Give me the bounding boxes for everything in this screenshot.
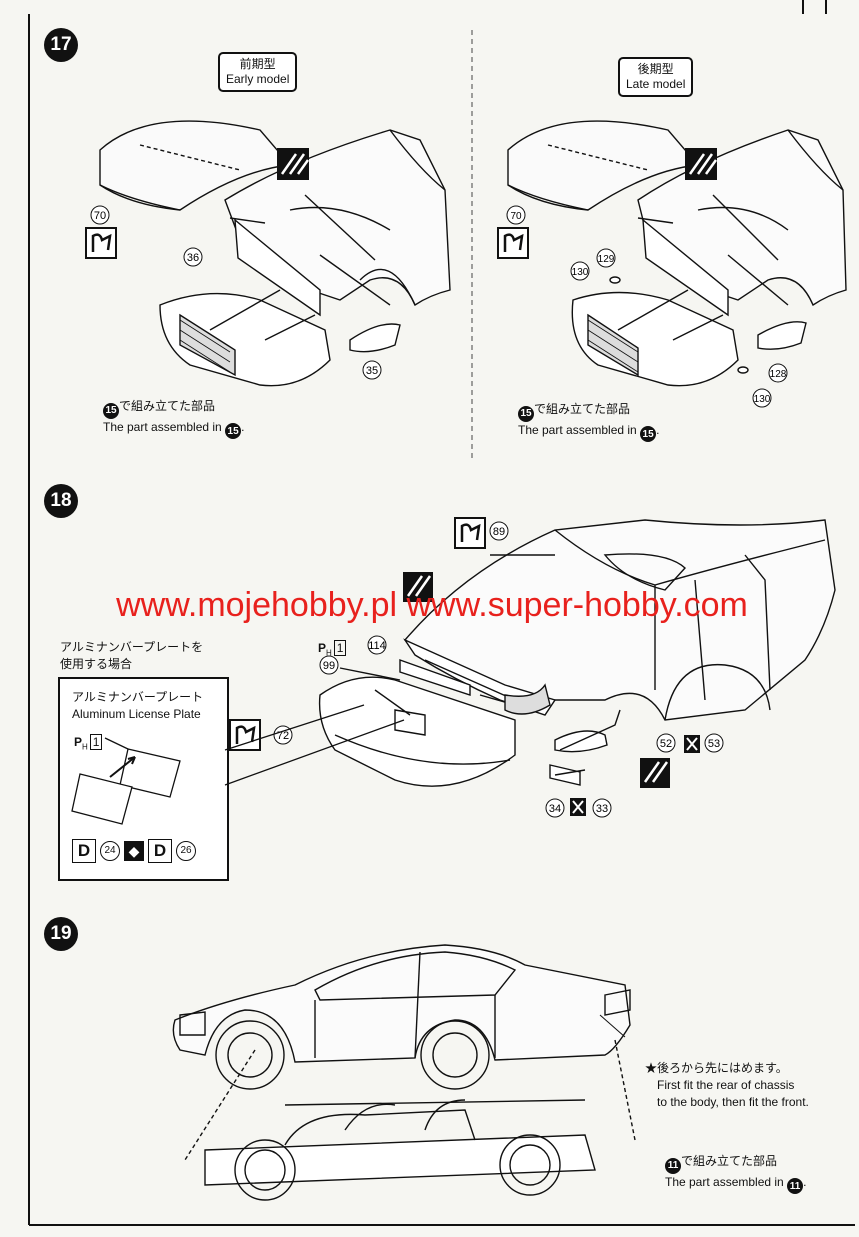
- ph-number: 1: [89, 734, 103, 750]
- ph-number: 1: [333, 640, 347, 656]
- aluminum-plate-note: アルミナンバープレートを 使用する場合: [60, 639, 203, 673]
- fit-order-note-jp: ★後ろから先にはめます。: [645, 1061, 788, 1075]
- fit-order-note: ★後ろから先にはめます。 First fit the rear of chass…: [645, 1060, 809, 1111]
- svg-text:36: 36: [187, 252, 199, 264]
- svg-text:72: 72: [277, 730, 289, 742]
- rear-assembly-drawing: 89 99 114 72 52 53 34 33: [229, 517, 836, 818]
- step-ref-badge: 11: [665, 1157, 681, 1174]
- step-18-badge: 18: [44, 484, 78, 518]
- svg-text:52: 52: [660, 738, 672, 750]
- early-model-label-jp: 前期型: [239, 57, 276, 71]
- decal-refs: D 24 ◆ D 26: [72, 839, 196, 863]
- svg-text:128: 128: [770, 369, 787, 380]
- watermark-text: www.mojehobby.pl www.super-hobby.com: [116, 586, 748, 624]
- step-ref-badge: 15: [640, 426, 657, 442]
- chassis-assembled-caption-en: The part assembled in 11.: [665, 1174, 806, 1194]
- step-17-badge: 17: [44, 28, 78, 62]
- plate-box-title-en: Aluminum License Plate: [72, 707, 201, 721]
- fit-order-note-en-1: First fit the rear of chassis: [657, 1078, 795, 1092]
- svg-text:70: 70: [510, 211, 522, 222]
- plate-box-drawing: [71, 737, 181, 825]
- assembled-jp-text: で組み立てた部品: [119, 399, 216, 413]
- assembled-en-text: The part assembled in: [518, 422, 637, 437]
- step-ref-badge: 15: [103, 402, 119, 419]
- late-assembled-caption-en: The part assembled in 15.: [518, 422, 659, 442]
- assembled-en-text: The part assembled in: [103, 419, 222, 434]
- late-model-label: 後期型 Late model: [618, 57, 694, 97]
- late-model-front-drawing: 70 129 130 128 130: [497, 120, 847, 408]
- ph-sub: H: [326, 648, 332, 658]
- step-ref-badge: 15: [518, 405, 534, 422]
- svg-text:114: 114: [368, 640, 386, 652]
- body-chassis-drawing: [172, 944, 636, 1201]
- ph-letter: P: [318, 641, 327, 655]
- svg-text:99: 99: [323, 660, 335, 672]
- swap-icon: ◆: [124, 841, 144, 861]
- early-model-label-en: Early model: [226, 72, 290, 86]
- decal-number-a: 24: [100, 841, 120, 861]
- decal-number-b: 26: [176, 841, 196, 861]
- svg-text:130: 130: [572, 267, 589, 278]
- plate-box-title: アルミナンバープレート Aluminum License Plate: [72, 689, 203, 723]
- svg-text:35: 35: [366, 365, 378, 377]
- plate-note-line-1: アルミナンバープレートを: [60, 640, 204, 654]
- svg-text:89: 89: [493, 526, 505, 538]
- svg-text:33: 33: [596, 803, 608, 815]
- svg-text:53: 53: [708, 738, 720, 750]
- decal-letter-b: D: [148, 839, 172, 863]
- early-model-front-drawing: 70 36 35: [85, 120, 451, 387]
- early-model-label: 前期型 Early model: [218, 52, 298, 92]
- plate-box-leader-lines: [224, 704, 405, 786]
- assembled-en-text: The part assembled in: [665, 1174, 784, 1189]
- plate-note-line-2: 使用する場合: [60, 657, 133, 671]
- late-model-label-en: Late model: [626, 77, 686, 91]
- assembled-jp-text: で組み立てた部品: [681, 1154, 778, 1168]
- svg-text:130: 130: [754, 394, 771, 405]
- ph-letter: P: [74, 735, 83, 749]
- step-ref-badge: 15: [225, 423, 242, 439]
- svg-text:34: 34: [549, 803, 561, 815]
- early-assembled-caption-en: The part assembled in 15.: [103, 419, 244, 439]
- svg-text:129: 129: [598, 254, 615, 265]
- plate-box-title-jp: アルミナンバープレート: [72, 690, 204, 704]
- step-ref-badge: 11: [787, 1178, 804, 1194]
- svg-text:70: 70: [94, 210, 106, 222]
- late-model-label-jp: 後期型: [637, 62, 674, 76]
- fit-order-note-en-2: to the body, then fit the front.: [657, 1095, 809, 1109]
- step-19-badge: 19: [44, 917, 78, 951]
- ph-sub: H: [82, 742, 88, 752]
- decal-letter-a: D: [72, 839, 96, 863]
- assembled-jp-text: で組み立てた部品: [534, 402, 631, 416]
